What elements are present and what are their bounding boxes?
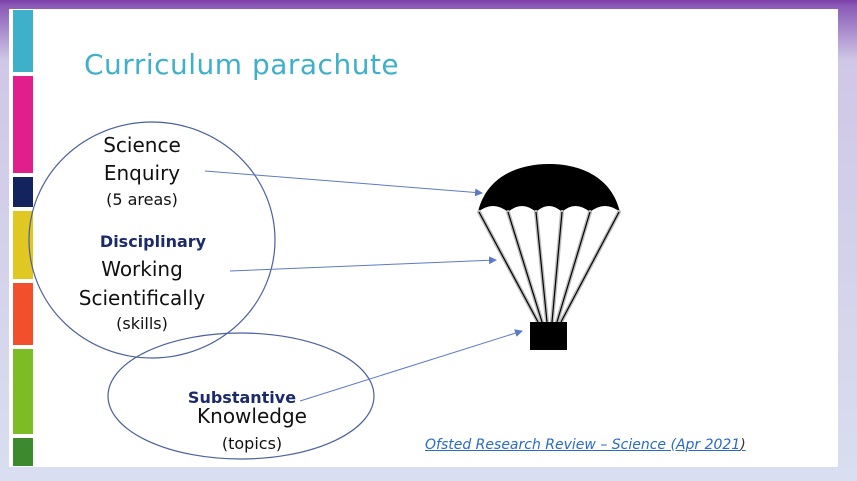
scientifically-label: Scientifically — [78, 286, 206, 310]
substantive-heading: Substantive — [187, 388, 297, 407]
slide-canvas — [9, 9, 838, 467]
color-bar-5 — [13, 283, 33, 345]
skills-label: (skills) — [116, 314, 168, 333]
slide-title: Curriculum parachute — [84, 48, 400, 81]
arrow-working-to-lines — [229, 256, 497, 272]
citation-text[interactable]: Ofsted Research Review – Science (Apr 20… — [425, 437, 741, 453]
color-bar-1 — [13, 10, 33, 72]
substantive-ellipse — [107, 332, 375, 460]
working-label: Working — [101, 257, 183, 281]
arrow-substantive-to-payload — [299, 329, 523, 402]
topics-label: (topics) — [221, 434, 283, 453]
five-areas-label: (5 areas) — [106, 190, 178, 209]
arrow-enquiry-to-canopy — [204, 170, 483, 197]
enquiry-label: Enquiry — [103, 161, 181, 185]
disciplinary-ellipse — [28, 121, 276, 359]
citation-link[interactable]: Ofsted Research Review – Science (Apr 20… — [425, 437, 746, 453]
color-bar-7 — [13, 438, 33, 466]
knowledge-label: Knowledge — [197, 404, 307, 428]
disciplinary-heading: Disciplinary — [99, 232, 207, 251]
color-bar-6 — [13, 349, 33, 434]
color-bar-2 — [13, 76, 33, 173]
science-label: Science — [103, 133, 181, 157]
color-bar-4 — [13, 211, 33, 279]
parachute-icon — [477, 164, 621, 350]
citation-suffix: ) — [740, 437, 746, 453]
color-bar-3 — [13, 177, 33, 207]
